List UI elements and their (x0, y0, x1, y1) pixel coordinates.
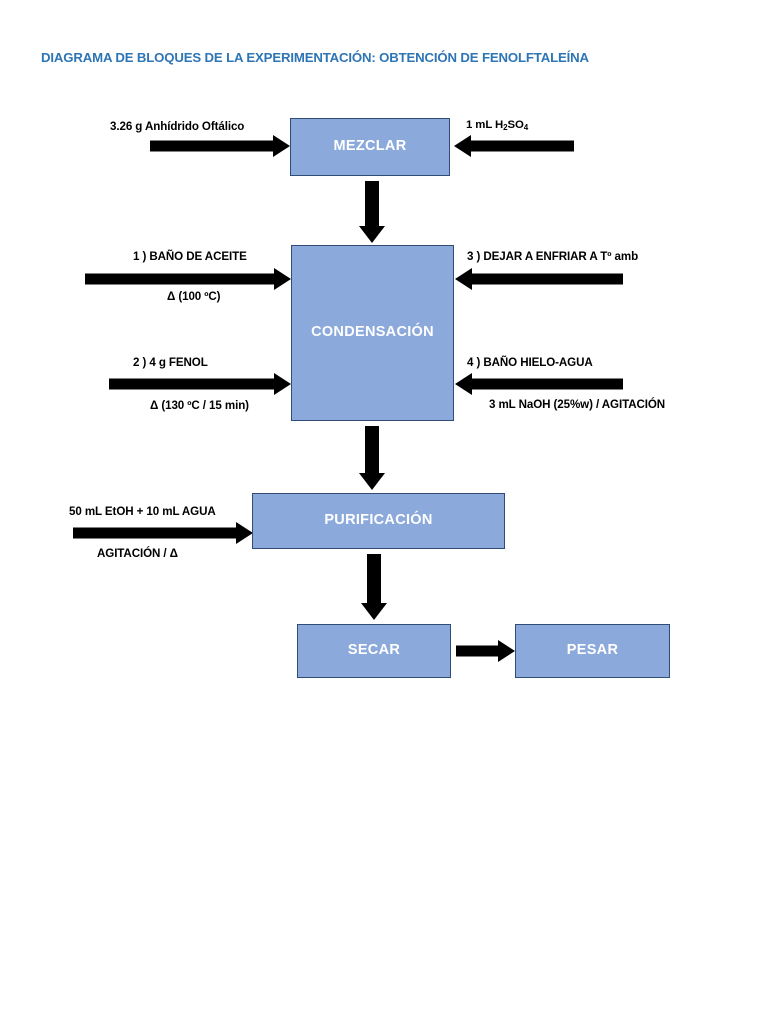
arrow-shaft (367, 554, 381, 603)
annotation-acido-sulfurico-sub1: 2 (503, 123, 508, 132)
arrow-mezclar-to-condensacion (357, 181, 387, 243)
process-box-pesar-label: PESAR (566, 642, 619, 659)
arrow-head-right (236, 522, 253, 544)
arrow-shaft (472, 378, 623, 390)
annotation-anhidrido-oftalico: 3.26 g Anhídrido Oftálico (110, 120, 245, 133)
arrow-shaft (365, 181, 379, 226)
arrow-head-right (274, 373, 291, 395)
process-box-condensacion[interactable]: CONDENSACIÓN (291, 245, 454, 421)
annotation-acido-sulfurico: 1 mL H2SO4 (466, 119, 528, 132)
process-box-mezclar-label: MEZCLAR (333, 138, 407, 155)
arrow-shaft (109, 378, 274, 390)
arrow-fenol-to-condensacion (109, 373, 291, 395)
annotation-etoh-agua: 50 mL EtOH + 10 mL AGUA (69, 505, 216, 518)
annotation-bano-aceite-condicion: Δ (100 ºC) (167, 290, 221, 303)
arrow-anhidrido-to-mezclar (150, 135, 290, 157)
arrow-shaft (85, 273, 274, 285)
annotation-naoh: 3 mL NaOH (25%w) / AGITACIÓN (489, 398, 666, 411)
annotation-bano-hielo-agua: 4 ) BAÑO HIELO-AGUA (467, 356, 593, 369)
arrow-hielo-agua-to-condensacion (455, 373, 623, 395)
process-box-purificacion[interactable]: PURIFICACIÓN (252, 493, 505, 549)
process-box-secar[interactable]: SECAR (297, 624, 451, 678)
arrow-condensacion-to-purificacion (357, 426, 387, 490)
arrow-head-down (359, 473, 385, 490)
arrow-purificacion-to-secar (359, 554, 389, 620)
arrow-acido-sulfurico-to-mezclar (454, 135, 574, 157)
arrow-head-left (455, 268, 472, 290)
process-box-mezclar[interactable]: MEZCLAR (290, 118, 450, 176)
annotation-acido-sulfurico-pre: 1 mL H (466, 119, 504, 131)
arrow-shaft (456, 645, 498, 657)
annotation-dejar-enfriar: 3 ) DEJAR A ENFRIAR A Tº amb (467, 250, 639, 263)
arrow-head-right (498, 640, 515, 662)
annotation-fenol: 2 ) 4 g FENOL (133, 356, 208, 369)
process-box-secar-label: SECAR (347, 642, 401, 659)
annotation-acido-sulfurico-mid: SO (507, 119, 524, 131)
process-box-purificacion-label: PURIFICACIÓN (324, 512, 433, 529)
arrow-secar-to-pesar (456, 640, 515, 662)
arrow-bano-aceite-to-condensacion (85, 268, 291, 290)
arrow-shaft (150, 140, 273, 152)
arrow-head-right (273, 135, 290, 157)
annotation-agitacion: AGITACIÓN / Δ (97, 547, 178, 560)
arrow-shaft (73, 527, 236, 539)
arrow-head-left (455, 373, 472, 395)
annotation-acido-sulfurico-sub2: 4 (523, 123, 529, 132)
arrow-shaft (365, 426, 379, 473)
arrow-shaft (472, 273, 623, 285)
arrow-head-down (361, 603, 387, 620)
process-box-pesar[interactable]: PESAR (515, 624, 670, 678)
arrow-enfriar-to-condensacion (455, 268, 623, 290)
arrow-head-left (454, 135, 471, 157)
arrow-etoh-to-purificacion (73, 522, 253, 544)
page-title: DIAGRAMA DE BLOQUES DE LA EXPERIMENTACIÓ… (41, 50, 589, 65)
arrow-head-down (359, 226, 385, 243)
annotation-bano-de-aceite: 1 ) BAÑO DE ACEITE (133, 250, 247, 263)
annotation-fenol-condicion: Δ (130 ºC / 15 min) (150, 399, 249, 412)
arrow-head-right (274, 268, 291, 290)
process-box-condensacion-label: CONDENSACIÓN (311, 324, 434, 341)
arrow-shaft (471, 140, 574, 152)
